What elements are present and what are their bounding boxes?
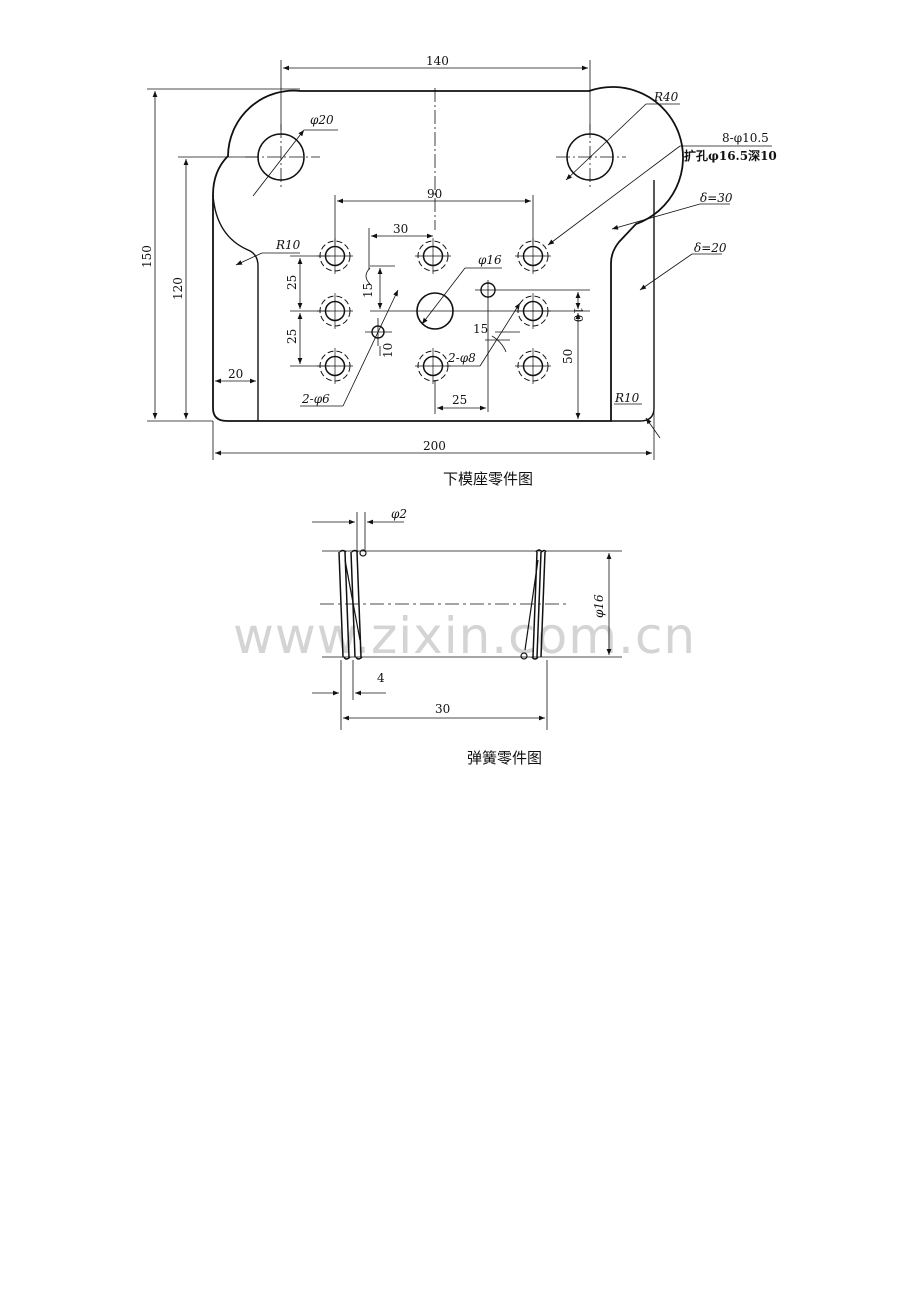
spring-dim-pitch: 4	[377, 671, 385, 685]
die-base-step-right	[611, 180, 655, 422]
dim-h20: 20	[228, 367, 243, 381]
dim-delta20: δ=20	[694, 241, 727, 255]
die-base-drawing	[212, 86, 684, 422]
dim-holes-counterbore: 扩孔φ16.5深10	[684, 148, 777, 163]
die-base-dimensions: 140 φ20 R40 8-φ10.5 扩孔φ16.5深10 δ=30 δ=20…	[140, 54, 777, 460]
dim-v25-upper: 25	[285, 275, 299, 290]
spring-dim-wire: φ2	[391, 507, 407, 521]
spring-drawing	[320, 549, 570, 660]
dim-span30: 30	[393, 222, 408, 236]
dim-width200: 200	[423, 439, 446, 453]
spring-dim-length: 30	[435, 702, 450, 716]
dim-v15-left: 15	[361, 283, 375, 298]
watermark: www.zixin.com.cn	[233, 607, 696, 665]
spring-caption: 弹簧零件图	[467, 749, 542, 767]
dim-v25-lower: 25	[285, 329, 299, 344]
dim-v15-right: 15	[473, 322, 488, 336]
spring-left-coils	[338, 549, 367, 660]
bolt-hole-group	[317, 238, 551, 384]
dim-r10-left: R10	[275, 238, 301, 252]
dim-r10-right: R10	[614, 391, 640, 405]
dim-v10-left: 10	[381, 343, 395, 358]
dim-holes-count: 8-φ10.5	[722, 131, 769, 145]
spring-dim-outer-dia: φ16	[592, 594, 606, 618]
die-base-caption: 下模座零件图	[443, 470, 533, 488]
dim-dia6: 2-φ6	[301, 392, 330, 406]
die-base-step-left	[212, 194, 259, 421]
spring-right-coils	[520, 549, 547, 660]
dim-height150: 150	[140, 245, 154, 268]
dim-v50: 50	[561, 349, 575, 364]
center-lines	[245, 88, 626, 230]
dim-h25: 25	[452, 393, 467, 407]
dim-delta30: δ=30	[700, 191, 733, 205]
dim-r40: R40	[653, 90, 679, 104]
dim-span90: 90	[427, 187, 442, 201]
dim-top-width: 140	[426, 54, 449, 68]
spring-dimensions: φ2 φ16 4 30	[312, 507, 622, 730]
dim-dia16: φ16	[478, 253, 502, 267]
pin-center-lines	[365, 280, 590, 412]
dim-height120: 120	[171, 277, 185, 300]
dim-dia20: φ20	[310, 113, 334, 127]
die-base-outline	[212, 86, 684, 422]
dim-dia8: 2-φ8	[447, 351, 476, 365]
dim-v10-right: 10	[571, 307, 585, 322]
